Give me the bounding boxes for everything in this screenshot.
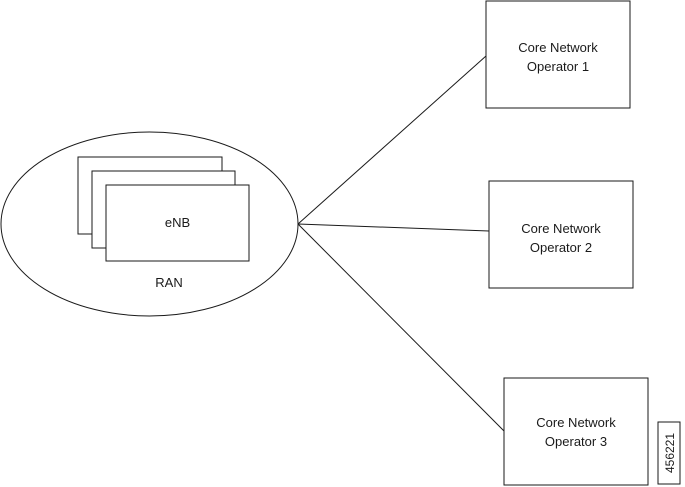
core-network-2-line2: Operator 2 (530, 240, 592, 255)
link-ran-to-operator-3 (297, 223, 505, 432)
core-network-box-1 (485, 0, 631, 109)
figure-id-label: 456221 (663, 433, 677, 473)
core-network-1-line1: Core Network (518, 40, 598, 55)
core-network-3-line1: Core Network (536, 415, 616, 430)
core-network-operator-3: Core Network Operator 3 (503, 377, 649, 486)
core-network-box-3 (503, 377, 649, 486)
link-ran-to-operator-2 (297, 223, 490, 232)
core-network-box-2 (488, 180, 634, 289)
core-network-operator-1: Core Network Operator 1 (485, 0, 631, 109)
link-ran-to-operator-1 (297, 55, 487, 225)
core-network-3-line2: Operator 3 (545, 434, 607, 449)
enb-box (105, 184, 250, 262)
core-network-2-line1: Core Network (521, 221, 601, 236)
ran-label: RAN (155, 275, 182, 290)
core-network-1-line2: Operator 1 (527, 59, 589, 74)
enb-label: eNB (165, 215, 190, 230)
core-network-operator-2: Core Network Operator 2 (488, 180, 634, 289)
figure-id-box (657, 421, 681, 485)
figure-id-tag: 456221 (657, 421, 681, 485)
ran-node: eNB RAN (0, 131, 299, 317)
